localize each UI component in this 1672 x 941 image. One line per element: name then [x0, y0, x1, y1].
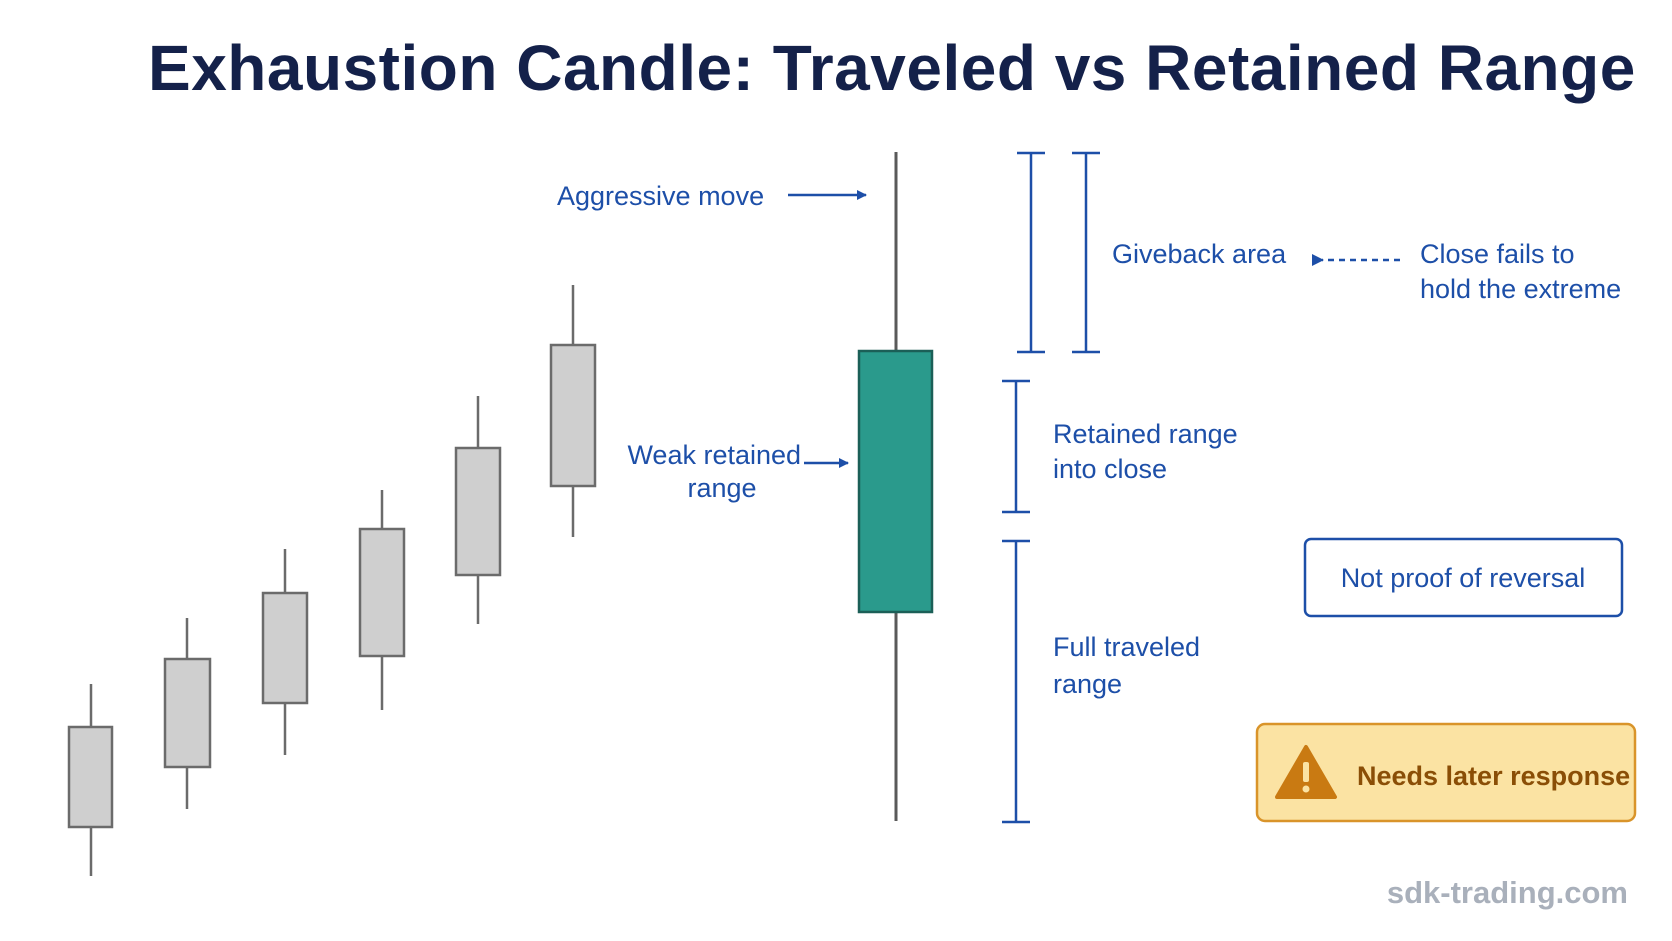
- full-traveled-label: Full traveled range: [1053, 632, 1208, 699]
- candle-body: [857, 349, 934, 614]
- full-traveled-line1: Full traveled: [1053, 632, 1200, 662]
- weak-retained-line2: range: [687, 473, 756, 503]
- page-title: Exhaustion Candle: Traveled vs Retained …: [148, 32, 1636, 104]
- candle-body: [549, 343, 597, 488]
- weak-retained-label: Weak retained range: [627, 440, 808, 503]
- gray-candle: [549, 285, 597, 537]
- needs-later-text: Needs later response: [1357, 761, 1630, 791]
- candle-body: [261, 591, 309, 705]
- warning-triangle-icon: [1275, 745, 1337, 799]
- close-fails-label: Close fails to hold the extreme: [1420, 239, 1621, 304]
- not-proof-box: [1303, 537, 1624, 618]
- gray-candle: [358, 490, 406, 710]
- candle-body: [358, 527, 406, 658]
- watermark: sdk-trading.com: [1387, 875, 1628, 910]
- aggressive-move-label: Aggressive move: [557, 181, 764, 211]
- giveback-area-label: Giveback area: [1112, 239, 1287, 269]
- giveback-bracket: [1017, 151, 1100, 354]
- candle-body: [163, 657, 212, 769]
- retained-range-label: Retained range into close: [1053, 419, 1245, 484]
- warning-box: [1255, 722, 1637, 823]
- not-proof-text: Not proof of reversal: [1341, 563, 1586, 593]
- needs-later-callout: Needs later response: [1255, 722, 1637, 823]
- full-traveled-line2: range: [1053, 669, 1122, 699]
- candle-body: [454, 446, 502, 577]
- retained-range-bracket: [1002, 379, 1030, 514]
- gray-candle: [67, 684, 114, 876]
- not-proof-callout: Not proof of reversal: [1303, 537, 1624, 618]
- close-fails-line2: hold the extreme: [1420, 274, 1621, 304]
- rising-candles: [67, 285, 597, 876]
- candle-body: [67, 725, 114, 829]
- gray-candle: [454, 396, 502, 624]
- gray-candle: [163, 618, 212, 809]
- weak-retained-line1: Weak retained: [627, 440, 801, 470]
- close-fails-line1: Close fails to: [1420, 239, 1575, 269]
- exhaustion-candle: [857, 152, 934, 821]
- retained-range-line2: into close: [1053, 454, 1167, 484]
- gray-candle: [261, 549, 309, 755]
- retained-range-line1: Retained range: [1053, 419, 1238, 449]
- full-traveled-bracket: [1002, 539, 1030, 824]
